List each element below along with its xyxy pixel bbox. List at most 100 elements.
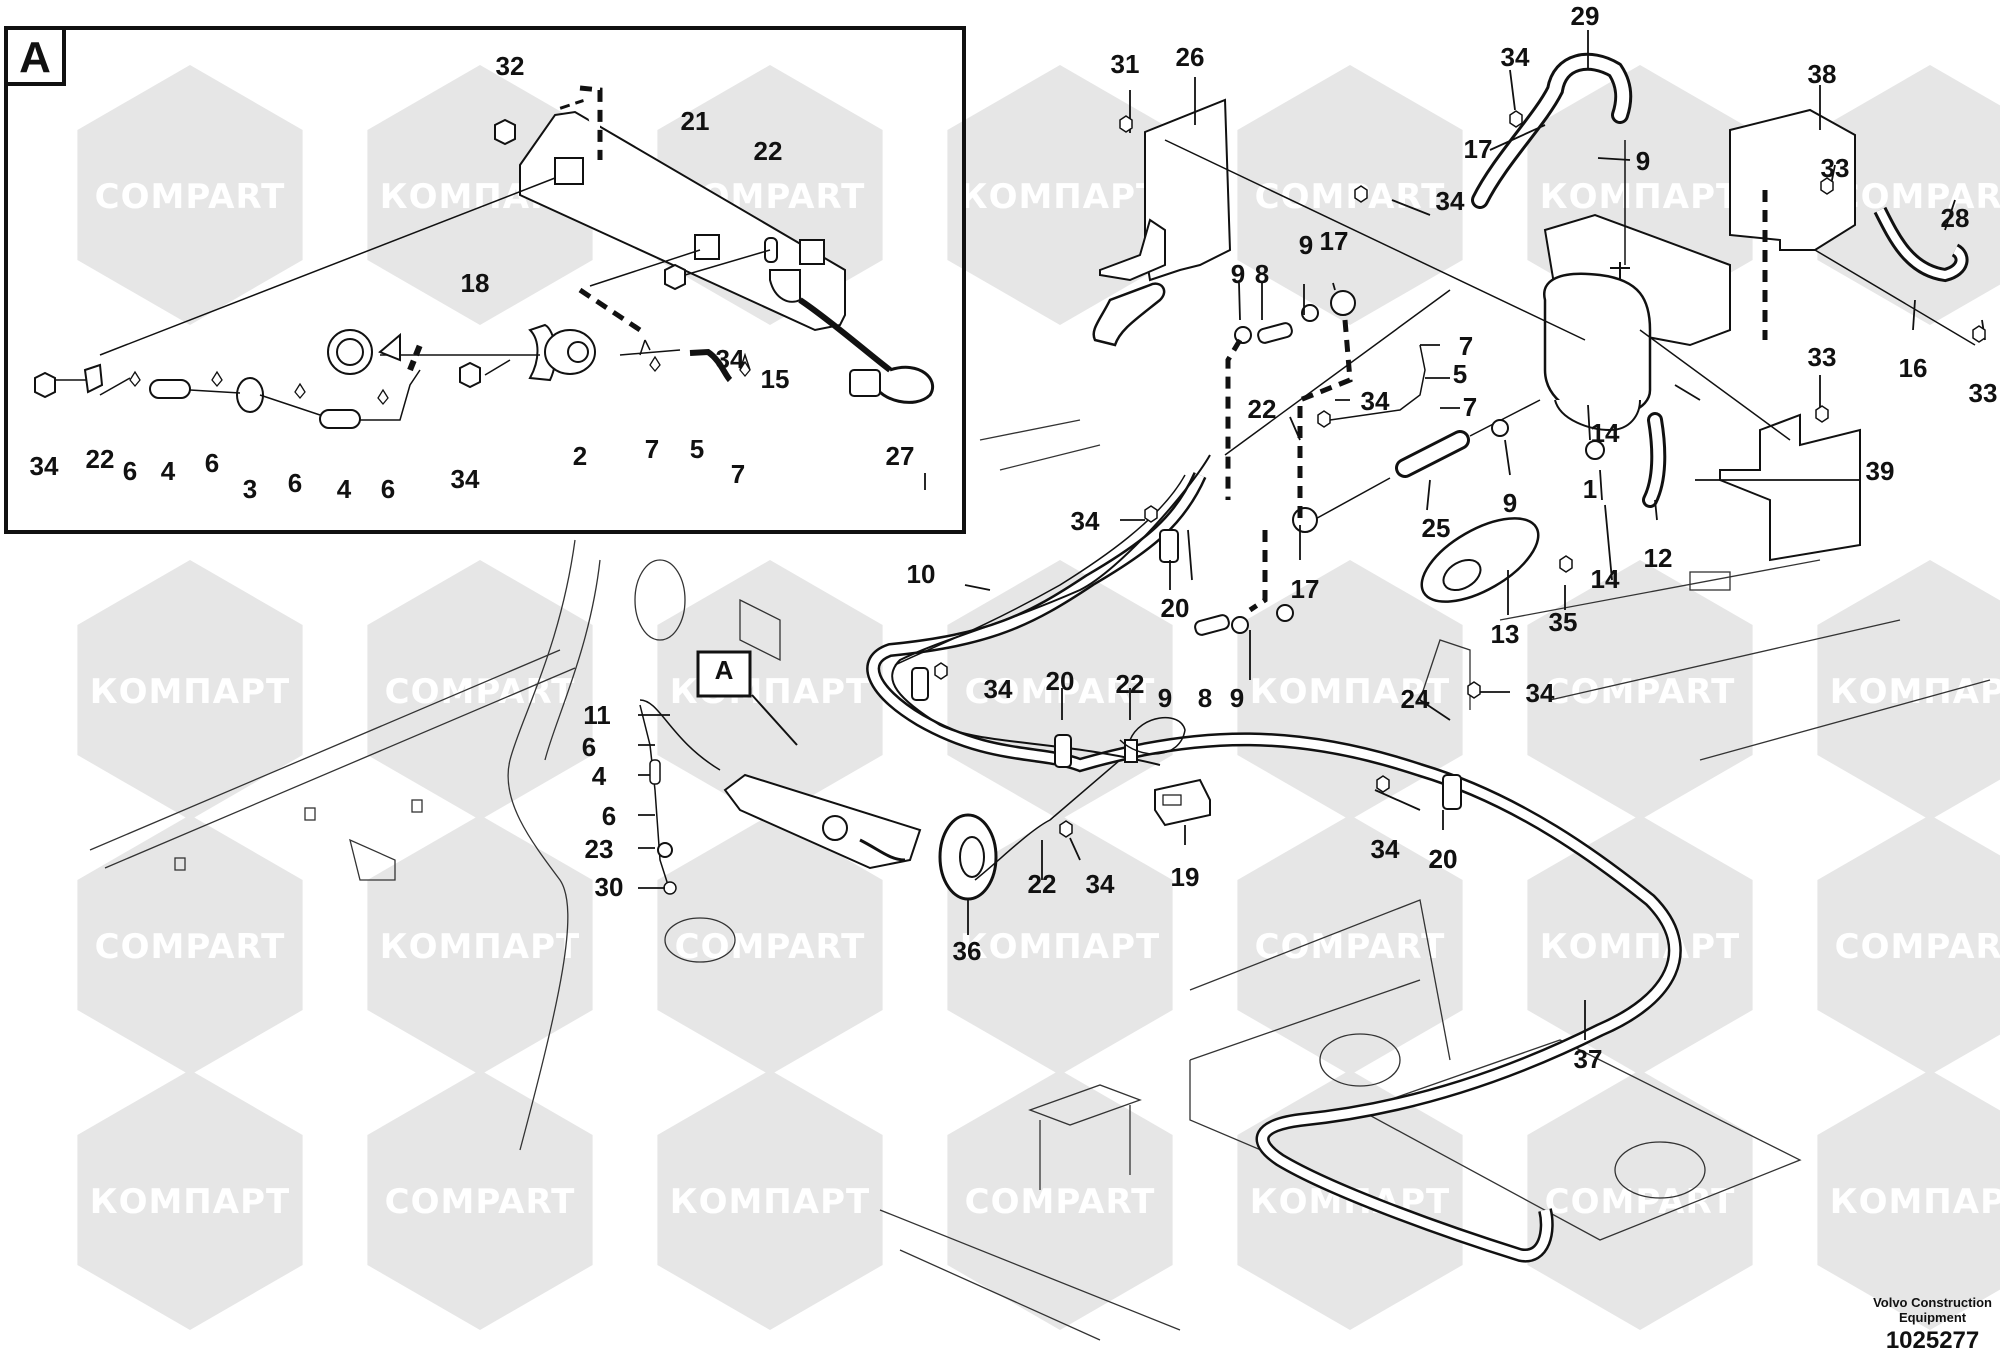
watermark-text: КОМПАРТ bbox=[960, 177, 1160, 217]
watermark-text: COMPART bbox=[1255, 927, 1446, 967]
control-panel-19 bbox=[1154, 778, 1211, 827]
detail-a-part-label: 6 bbox=[123, 456, 137, 486]
part-label: 37 bbox=[1574, 1044, 1603, 1074]
watermark-band bbox=[670, 1175, 870, 1225]
part-label: 20 bbox=[1429, 844, 1458, 874]
part-label: 10 bbox=[907, 559, 936, 589]
detail-a-part-label: 7 bbox=[645, 434, 659, 464]
watermark-band bbox=[1250, 665, 1450, 715]
part-label: 34 bbox=[1526, 678, 1555, 708]
part-label: 9 bbox=[1299, 230, 1313, 260]
part-label: 33 bbox=[1821, 153, 1850, 183]
part-label: 16 bbox=[1899, 353, 1928, 383]
watermark-text: COMPART bbox=[95, 177, 286, 217]
part-label: 14 bbox=[1591, 418, 1620, 448]
detail-a-part-label: 4 bbox=[161, 456, 176, 486]
part-label: 6 bbox=[582, 732, 596, 762]
watermark-band bbox=[960, 170, 1160, 220]
watermark-band bbox=[90, 1175, 290, 1225]
detail-a-part-label: 34 bbox=[716, 344, 745, 374]
watermark-text: КОМПАРТ bbox=[90, 672, 290, 712]
detail-a-frame bbox=[4, 26, 966, 534]
watermark-band bbox=[380, 1175, 580, 1225]
watermark-text: КОМПАРТ bbox=[380, 927, 580, 967]
part-label: 34 bbox=[1086, 869, 1115, 899]
watermark-text: COMPART bbox=[965, 1182, 1156, 1222]
detail-a-part-label: 27 bbox=[886, 441, 915, 471]
part-label: 17 bbox=[1464, 134, 1493, 164]
part-label: 34 bbox=[1436, 186, 1465, 216]
detail-a-part-label: 5 bbox=[690, 434, 704, 464]
part-label: 5 bbox=[1453, 359, 1467, 389]
part-label: 35 bbox=[1549, 607, 1578, 637]
detail-a-letter: A bbox=[19, 33, 51, 82]
watermark-text: COMPART bbox=[385, 1182, 576, 1222]
detail-a-callout bbox=[696, 650, 752, 698]
watermark-band bbox=[1250, 920, 1450, 970]
part-label: 30 bbox=[595, 872, 624, 902]
main-assembly bbox=[638, 30, 1986, 1263]
watermark-text: КОМПАРТ bbox=[960, 927, 1160, 967]
watermark-text: КОМПАРТ bbox=[90, 1182, 290, 1222]
part-label: A bbox=[715, 655, 734, 685]
watermark-text: КОМПАРТ bbox=[1250, 672, 1450, 712]
part-label: 9 bbox=[1636, 146, 1650, 176]
watermark-band bbox=[90, 920, 290, 970]
watermark-band bbox=[1540, 920, 1740, 970]
part-label: 20 bbox=[1161, 593, 1190, 623]
watermark-band bbox=[1540, 170, 1740, 220]
part-label: 20 bbox=[1046, 666, 1075, 696]
part-label: 8 bbox=[1255, 259, 1269, 289]
watermark-band bbox=[380, 920, 580, 970]
part-label: 33 bbox=[1808, 342, 1837, 372]
part-label: 23 bbox=[585, 834, 614, 864]
detail-a-part-label: 32 bbox=[496, 51, 525, 81]
machine-frame bbox=[89, 419, 1991, 1341]
part-label: 31 bbox=[1111, 49, 1140, 79]
watermark-text: КОМПАРТ bbox=[1830, 1182, 2000, 1222]
part-label: 33 bbox=[1969, 378, 1998, 408]
watermark-text: COMPART bbox=[1835, 927, 2000, 967]
watermark-text: КОМПАРТ bbox=[1540, 177, 1740, 217]
part-label: 11 bbox=[583, 700, 611, 730]
publisher-line-2: Equipment bbox=[1898, 1310, 1967, 1325]
mounting-plate bbox=[519, 110, 846, 332]
part-label: 13 bbox=[1491, 619, 1520, 649]
part-label: 22 bbox=[1028, 869, 1057, 899]
detail-a-part-label: 6 bbox=[205, 448, 219, 478]
watermark-text: КОМПАРТ bbox=[1830, 672, 2000, 712]
part-label: 25 bbox=[1422, 513, 1451, 543]
plate-39 bbox=[1719, 413, 1861, 562]
part-label: 20 bbox=[1429, 844, 1458, 874]
detail-a-part-label: 18 bbox=[461, 268, 490, 298]
part-label: 22 bbox=[1116, 669, 1145, 699]
part-label: 34 bbox=[1371, 834, 1400, 864]
part-label: 19 bbox=[1171, 862, 1200, 892]
watermark-band bbox=[1830, 1175, 2000, 1225]
part-label: 17 bbox=[1291, 574, 1320, 604]
watermark-layer: COMPART КОМПАРТ COMPART КОМПАРТ COMPART КОМПА… bbox=[77, 65, 2000, 1330]
part-label: 34 bbox=[984, 674, 1013, 704]
part-label: 26 bbox=[1176, 42, 1205, 72]
watermark-band bbox=[960, 920, 1160, 970]
part-label: 9 bbox=[1230, 683, 1244, 713]
detail-a-part-label: 7 bbox=[731, 459, 745, 489]
watermark-band bbox=[1830, 170, 2000, 220]
part-label: 9 bbox=[1503, 488, 1517, 518]
part-label: 14 bbox=[1591, 564, 1620, 594]
part-label: 34 bbox=[1071, 506, 1100, 536]
watermark-text: COMPART bbox=[1835, 177, 2000, 217]
detail-a-part-label: 22 bbox=[754, 136, 783, 166]
watermark-band bbox=[960, 1175, 1160, 1225]
part-label: 24 bbox=[1401, 684, 1430, 714]
part-label: 34 bbox=[1501, 42, 1530, 72]
watermark-band bbox=[1540, 1175, 1740, 1225]
watermark-band bbox=[960, 665, 1160, 715]
publisher-line-1: Volvo Construction bbox=[1873, 1295, 1992, 1310]
watermark-band bbox=[1830, 920, 2000, 970]
watermark-band bbox=[90, 170, 290, 220]
detail-a-badge bbox=[4, 26, 66, 86]
detail-a-part-label: 6 bbox=[288, 468, 302, 498]
